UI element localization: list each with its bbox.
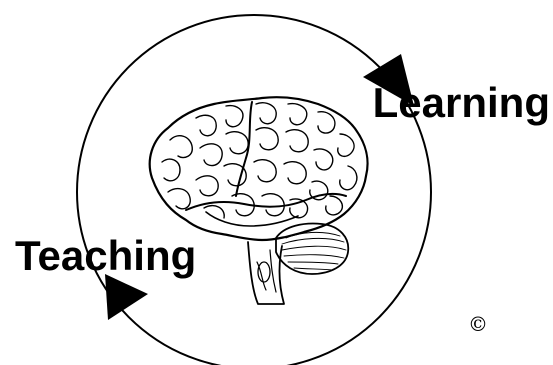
cerebrum: [148, 96, 369, 242]
arrowhead-top-right: [363, 54, 414, 106]
cerebellum: [275, 222, 350, 275]
cycle-circle: [76, 14, 432, 365]
brain-illustration: [148, 96, 369, 305]
arrowhead-bottom-left: [105, 274, 148, 320]
brain-stem: [247, 241, 285, 305]
learning-label: Learning: [373, 79, 550, 126]
teaching-label: Teaching: [15, 232, 196, 279]
copyright-symbol: ©: [468, 312, 488, 336]
